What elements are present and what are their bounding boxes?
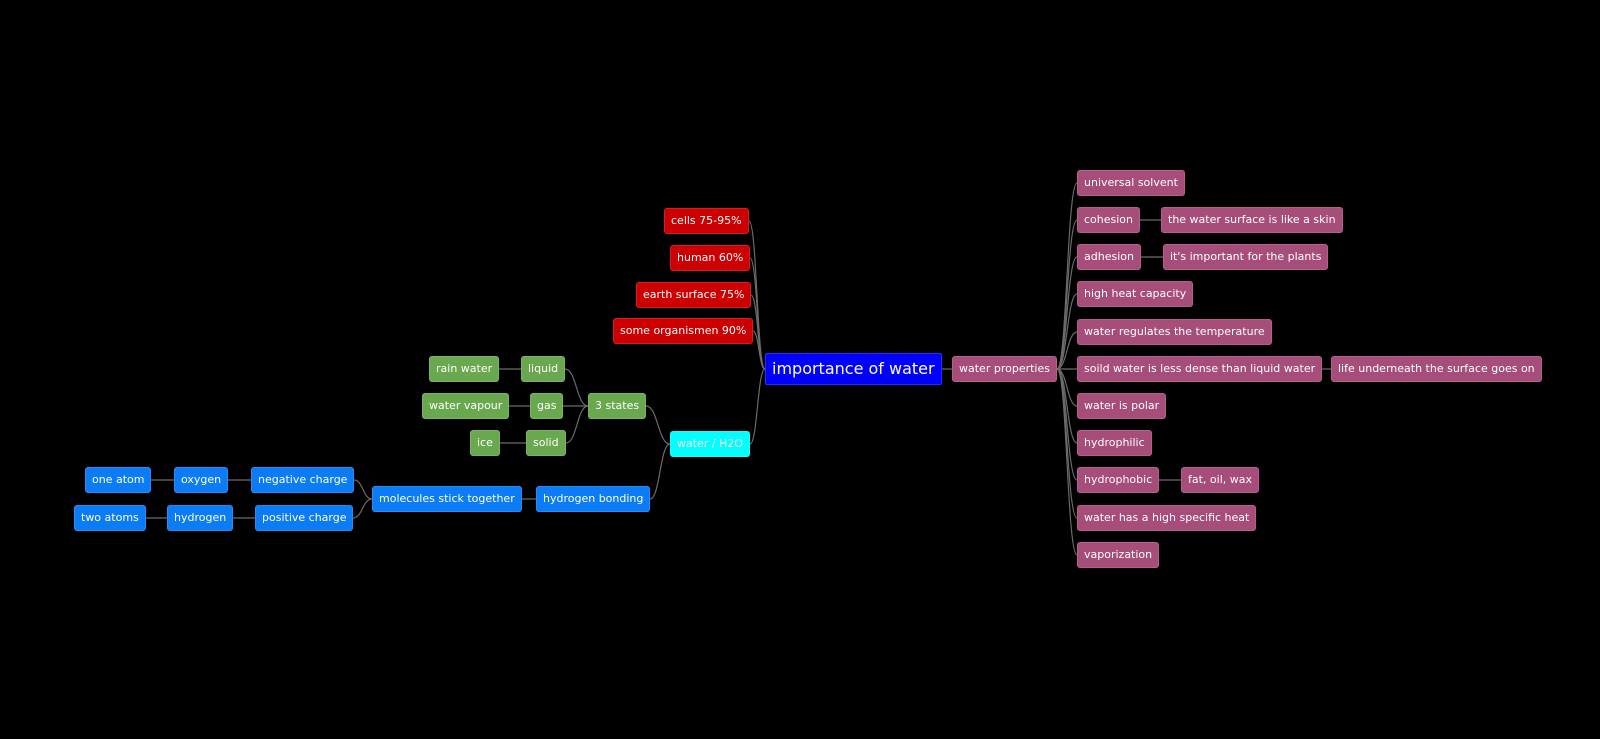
node-universal-solvent[interactable]: universal solvent	[1077, 170, 1185, 196]
edge-n-states-n-liquid	[564, 368, 589, 407]
node-one-atom[interactable]: one atom	[85, 467, 152, 493]
node-water-h2o[interactable]: water / H2O	[670, 431, 750, 457]
node-human[interactable]: human 60%	[670, 245, 751, 271]
node-rain-water[interactable]: rain water	[429, 356, 500, 382]
node-water-is-polar[interactable]: water is polar	[1077, 393, 1167, 419]
edge-n-props-p3	[1056, 293, 1078, 370]
node-positive-charge[interactable]: positive charge	[255, 505, 354, 531]
node-cohesion[interactable]: cohesion	[1077, 207, 1141, 233]
node-solid[interactable]: solid	[526, 430, 566, 456]
edge-n-root-n-human	[749, 257, 766, 370]
node-water-properties[interactable]: water properties	[952, 356, 1057, 382]
edge-n-props-p1	[1056, 219, 1078, 370]
edge-n-props-p7	[1056, 368, 1078, 444]
node-some-organismen[interactable]: some organismen 90%	[613, 318, 754, 344]
node-fat-oil-wax[interactable]: fat, oil, wax	[1181, 467, 1260, 493]
node-two-atoms[interactable]: two atoms	[74, 505, 146, 531]
edge-n-props-p4	[1056, 331, 1078, 370]
edge-n-h2o-n-states	[645, 405, 671, 445]
node-water-surface-skin[interactable]: the water surface is like a skin	[1161, 207, 1343, 233]
node-oxygen[interactable]: oxygen	[174, 467, 229, 493]
edge-n-h2o-n-hbond	[649, 443, 671, 500]
edge-n-molecules-n-neg	[353, 479, 373, 500]
edge-n-root-n-h2o	[749, 368, 766, 445]
node-high-specific-heat[interactable]: water has a high specific heat	[1077, 505, 1257, 531]
node-ice[interactable]: ice	[470, 430, 500, 456]
node-regulates-temperature[interactable]: water regulates the temperature	[1077, 319, 1272, 345]
edge-n-props-p2	[1056, 256, 1078, 370]
node-adhesion[interactable]: adhesion	[1077, 244, 1141, 270]
edge-n-molecules-n-pos	[352, 498, 373, 519]
node-gas[interactable]: gas	[530, 393, 564, 419]
node-important-for-plants[interactable]: it's important for the plants	[1163, 244, 1329, 270]
node-hydrophilic[interactable]: hydrophilic	[1077, 430, 1152, 456]
node-liquid[interactable]: liquid	[521, 356, 566, 382]
node-negative-charge[interactable]: negative charge	[251, 467, 355, 493]
node-hydrogen-bonding[interactable]: hydrogen bonding	[536, 486, 651, 512]
edge-n-root-n-organismen	[752, 330, 766, 370]
node-cells[interactable]: cells 75-95%	[664, 208, 749, 234]
node-hydrophobic[interactable]: hydrophobic	[1077, 467, 1160, 493]
node-earth-surface[interactable]: earth surface 75%	[636, 282, 752, 308]
node-molecules-stick-together[interactable]: molecules stick together	[372, 486, 522, 512]
node-life-underneath[interactable]: life underneath the surface goes on	[1331, 356, 1542, 382]
edge-n-props-p10	[1056, 368, 1078, 556]
node-solid-less-dense[interactable]: soild water is less dense than liquid wa…	[1077, 356, 1323, 382]
root-node[interactable]: importance of water	[765, 353, 942, 385]
edge-n-states-n-solid	[565, 405, 589, 444]
edge-n-props-p9	[1056, 368, 1078, 519]
node-hydrogen[interactable]: hydrogen	[167, 505, 234, 531]
edge-n-props-p0	[1056, 182, 1078, 370]
node-high-heat-capacity[interactable]: high heat capacity	[1077, 281, 1194, 307]
node-water-vapour[interactable]: water vapour	[422, 393, 510, 419]
node-vaporization[interactable]: vaporization	[1077, 542, 1160, 568]
node-3-states[interactable]: 3 states	[588, 393, 647, 419]
